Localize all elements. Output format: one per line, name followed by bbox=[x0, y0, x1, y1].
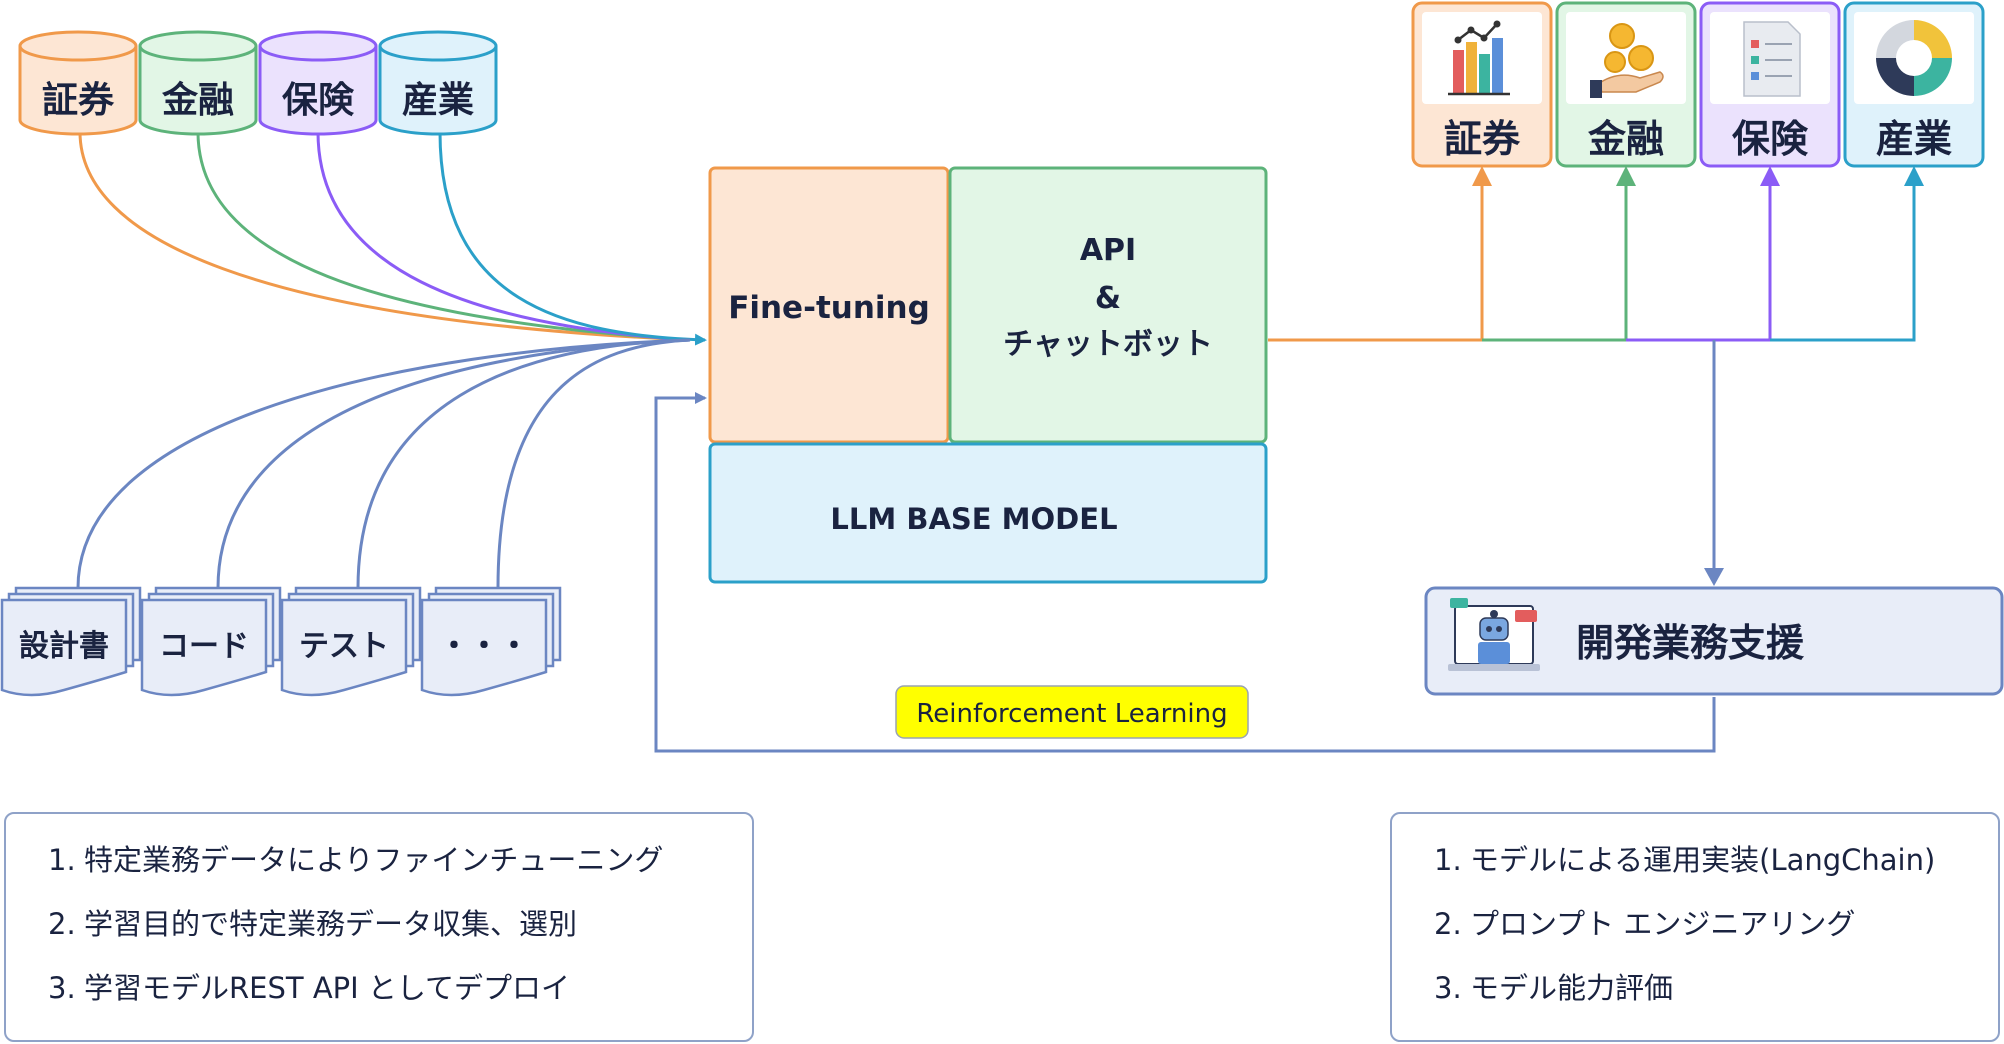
output-finance: 金融 bbox=[1555, 1, 1697, 168]
reinforcement-learning-tag: Reinforcement Learning bbox=[895, 685, 1249, 739]
connector-insurance bbox=[316, 131, 691, 342]
reinforcement-learning-label: Reinforcement Learning bbox=[916, 699, 1227, 729]
output-insurance: 保険 bbox=[1699, 1, 1841, 168]
connector-test bbox=[356, 338, 691, 589]
list-item: 3.モデル能力評価 bbox=[1434, 971, 1674, 1005]
document-design: 設計書 bbox=[0, 586, 142, 697]
output-arrowheads bbox=[1472, 166, 1924, 586]
left-steps-panel: 1.特定業務データによりファインチューニング 2.学習目的で特定業務データ収集、… bbox=[4, 812, 754, 1042]
document-etc: ・・・ bbox=[420, 586, 562, 697]
output-label-finance: 金融 bbox=[1587, 117, 1664, 161]
connector-industry bbox=[438, 131, 707, 346]
ampersand-label: & bbox=[1095, 281, 1121, 316]
dev-support-label: 開発業務支援 bbox=[1576, 621, 1805, 665]
output-label-securities: 証券 bbox=[1444, 117, 1521, 161]
connector-code bbox=[216, 338, 691, 589]
right-steps-list: 1.モデルによる運用実装(LangChain) 2.プロンプト エンジニアリング… bbox=[1434, 828, 1998, 1020]
document-group: 設計書 コード テスト ・・・ bbox=[0, 586, 562, 697]
robot-icon bbox=[1448, 598, 1540, 671]
connector-finance bbox=[196, 131, 691, 342]
document-label-design: 設計書 bbox=[19, 629, 109, 664]
database-connectors bbox=[78, 131, 707, 346]
connector-etc bbox=[496, 338, 691, 589]
checklist-icon bbox=[1743, 21, 1801, 97]
list-item: 1.特定業務データによりファインチューニング bbox=[48, 843, 664, 877]
feedback-loop-line bbox=[654, 392, 1716, 753]
database-label-securities: 証券 bbox=[42, 80, 115, 121]
output-securities: 証券 bbox=[1411, 1, 1553, 168]
coins-hand-icon bbox=[1590, 23, 1664, 98]
list-item: 2.プロンプト エンジニアリング bbox=[1434, 907, 1856, 941]
output-label-industry: 産業 bbox=[1876, 117, 1952, 161]
base-model-label: LLM BASE MODEL bbox=[830, 502, 1117, 536]
output-connectors bbox=[1268, 172, 1916, 582]
database-label-industry: 産業 bbox=[402, 80, 474, 121]
connector-design-doc bbox=[76, 338, 691, 589]
document-label-code: コード bbox=[159, 629, 249, 664]
output-label-insurance: 保険 bbox=[1732, 117, 1809, 161]
chatbot-label: チャットボット bbox=[1003, 327, 1213, 362]
dev-support-box: 開発業務支援 bbox=[1424, 586, 2004, 696]
database-finance: 金融 bbox=[138, 30, 258, 136]
database-securities: 証券 bbox=[18, 30, 138, 136]
database-label-insurance: 保険 bbox=[282, 80, 355, 121]
right-steps-panel: 1.モデルによる運用実装(LangChain) 2.プロンプト エンジニアリング… bbox=[1390, 812, 2000, 1042]
api-label: API bbox=[1080, 233, 1136, 268]
database-insurance: 保険 bbox=[258, 30, 378, 136]
document-test: テスト bbox=[280, 586, 422, 697]
document-label-test: テスト bbox=[299, 629, 389, 664]
document-code: コード bbox=[140, 586, 282, 697]
output-group: 証券 金融 bbox=[1411, 1, 1985, 168]
bar-chart-icon bbox=[1448, 20, 1510, 96]
database-group: 証券 金融 保険 産業 bbox=[18, 30, 498, 136]
left-steps-list: 1.特定業務データによりファインチューニング 2.学習目的で特定業務データ収集、… bbox=[48, 828, 752, 1020]
connector-securities bbox=[78, 131, 691, 342]
finetuning-label: Fine-tuning bbox=[728, 290, 930, 326]
document-label-etc: ・・・ bbox=[439, 629, 529, 664]
document-connectors bbox=[76, 338, 691, 589]
list-item: 2.学習目的で特定業務データ収集、選別 bbox=[48, 907, 578, 941]
api-chatbot-box bbox=[948, 166, 1268, 444]
output-industry: 産業 bbox=[1843, 1, 1985, 168]
list-item: 3.学習モデルREST API としてデプロイ bbox=[48, 971, 571, 1005]
list-item: 1.モデルによる運用実装(LangChain) bbox=[1434, 843, 1936, 877]
base-model-box bbox=[708, 442, 1268, 584]
finetuning-box bbox=[708, 166, 950, 444]
database-label-finance: 金融 bbox=[161, 79, 234, 121]
donut-chart-icon bbox=[1876, 20, 1952, 96]
database-industry: 産業 bbox=[378, 30, 498, 136]
model-block: Fine-tuning API & チャットボット LLM BASE MODEL bbox=[708, 166, 1268, 584]
